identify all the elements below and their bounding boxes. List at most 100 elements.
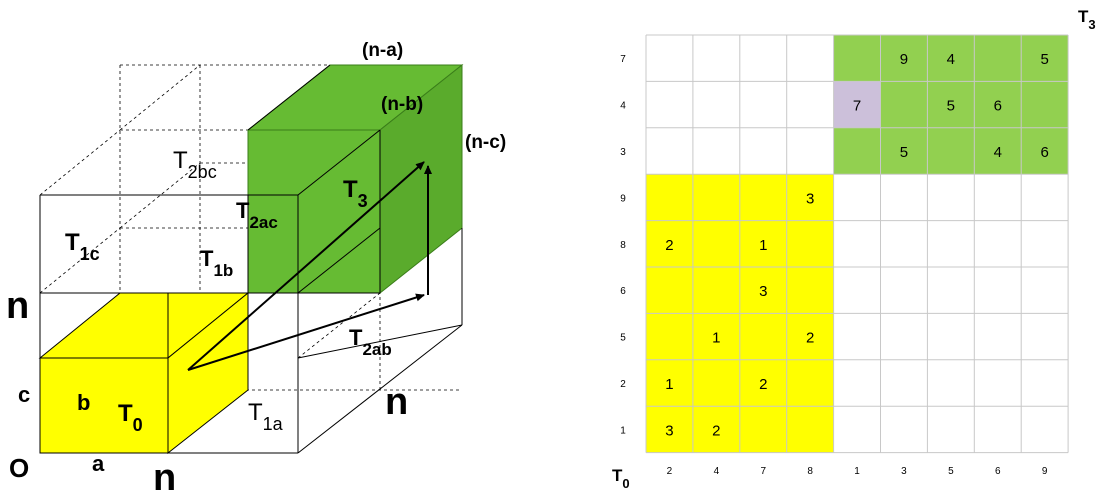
column-label: 3 bbox=[901, 466, 907, 477]
grid-cell bbox=[1021, 127, 1069, 175]
label-n-b: (n-b) bbox=[381, 94, 423, 115]
label-t1b: T1b bbox=[200, 246, 233, 280]
grid-cell bbox=[739, 127, 787, 175]
label-t1a: T1a bbox=[248, 399, 284, 434]
grid-cell bbox=[974, 359, 1022, 407]
grid-cell-value: 7 bbox=[853, 98, 861, 115]
label-n-right: n bbox=[385, 381, 408, 423]
grid-lines bbox=[645, 34, 1069, 454]
row-label: 4 bbox=[620, 101, 626, 112]
vector-t2ab-arrow bbox=[187, 293, 425, 371]
grid-cell bbox=[927, 81, 975, 128]
grid-cell-value: 1 bbox=[712, 330, 720, 347]
grid-cell bbox=[646, 220, 693, 267]
grid-cell bbox=[927, 220, 975, 267]
grid-cell bbox=[974, 35, 1022, 82]
grid-cell bbox=[739, 174, 787, 221]
grid-cell bbox=[833, 81, 881, 128]
grid-cell bbox=[1021, 35, 1069, 82]
label-c: c bbox=[18, 382, 30, 407]
label-n-a: (n-a) bbox=[362, 40, 403, 61]
grid-cell-value: 4 bbox=[994, 144, 1002, 161]
grid-cell bbox=[833, 313, 881, 360]
column-label: 5 bbox=[948, 466, 954, 477]
grid-cell bbox=[786, 127, 834, 175]
grid-cell bbox=[833, 406, 881, 453]
grid-cell bbox=[786, 406, 834, 453]
label-n-left: n bbox=[6, 285, 29, 327]
grid-cell bbox=[974, 406, 1022, 453]
grid-cell bbox=[974, 220, 1022, 267]
grid-cell-value: 3 bbox=[665, 422, 673, 439]
cube-diagram: (n-a) (n-b) (n-c) T2bc T3 T2ac T1c T1b T… bbox=[6, 40, 506, 494]
grid-cell bbox=[833, 267, 881, 314]
column-label: 6 bbox=[995, 466, 1001, 477]
grid-cell bbox=[833, 127, 881, 175]
column-label: 8 bbox=[807, 466, 813, 477]
grid-cell bbox=[646, 313, 693, 360]
grid-cell bbox=[739, 313, 787, 360]
grid-cell-value: 1 bbox=[665, 376, 673, 393]
label-t1c: T1c bbox=[65, 229, 100, 264]
grid-cell bbox=[646, 35, 693, 82]
label-n-bottom: n bbox=[153, 457, 176, 494]
grid-cell bbox=[927, 313, 975, 360]
grid-cell-value: 2 bbox=[665, 237, 673, 254]
grid-cell bbox=[646, 267, 693, 314]
grid-cell bbox=[880, 35, 928, 82]
grid-cell-value: 6 bbox=[994, 98, 1002, 115]
label-t2bc: T2bc bbox=[173, 147, 217, 182]
grid-cell bbox=[646, 81, 693, 128]
row-label: 1 bbox=[620, 425, 626, 436]
grid-cell bbox=[927, 406, 975, 453]
grid-cell bbox=[974, 81, 1022, 128]
row-label: 9 bbox=[620, 193, 626, 204]
grid-cell bbox=[739, 35, 787, 82]
grid-cell bbox=[927, 267, 975, 314]
grid-cell bbox=[974, 127, 1022, 175]
grid-cell bbox=[1021, 406, 1069, 453]
grid-cell bbox=[739, 220, 787, 267]
corner-label-t3: T3 bbox=[1078, 7, 1096, 32]
grid-cell bbox=[927, 174, 975, 221]
grid-cell bbox=[692, 174, 740, 221]
label-n-c: (n-c) bbox=[465, 132, 506, 153]
grid-cell bbox=[692, 81, 740, 128]
grid-cell bbox=[692, 313, 740, 360]
grid-cell bbox=[927, 35, 975, 82]
label-b: b bbox=[77, 390, 90, 415]
grid-cell bbox=[974, 174, 1022, 221]
grid-cell bbox=[927, 127, 975, 175]
grid-cell bbox=[1021, 267, 1069, 314]
grid-cell bbox=[880, 81, 928, 128]
grid-cell bbox=[974, 313, 1022, 360]
grid-cell bbox=[786, 267, 834, 314]
grid-cell-value: 5 bbox=[900, 144, 908, 161]
grid-cell bbox=[833, 35, 881, 82]
grid-cell bbox=[880, 406, 928, 453]
label-origin: O bbox=[9, 453, 29, 483]
grid-cell bbox=[786, 220, 834, 267]
row-label: 6 bbox=[620, 286, 626, 297]
corner-label-t0: T0 bbox=[612, 466, 630, 491]
grid-cell bbox=[692, 359, 740, 407]
grid-cell bbox=[880, 127, 928, 175]
grid-cell bbox=[880, 313, 928, 360]
row-label: 8 bbox=[620, 240, 626, 251]
label-a: a bbox=[92, 451, 105, 476]
t3-block bbox=[246, 63, 464, 295]
grid-cell bbox=[692, 220, 740, 267]
grid-cell bbox=[786, 313, 834, 360]
row-label: 2 bbox=[620, 379, 626, 390]
label-t2ac: T2ac bbox=[236, 198, 278, 232]
grid-cell bbox=[1021, 359, 1069, 407]
grid-cell bbox=[880, 220, 928, 267]
grid-cell bbox=[974, 267, 1022, 314]
grid-cell-value: 2 bbox=[806, 330, 814, 347]
grid-cell bbox=[880, 267, 928, 314]
grid-cell bbox=[692, 267, 740, 314]
